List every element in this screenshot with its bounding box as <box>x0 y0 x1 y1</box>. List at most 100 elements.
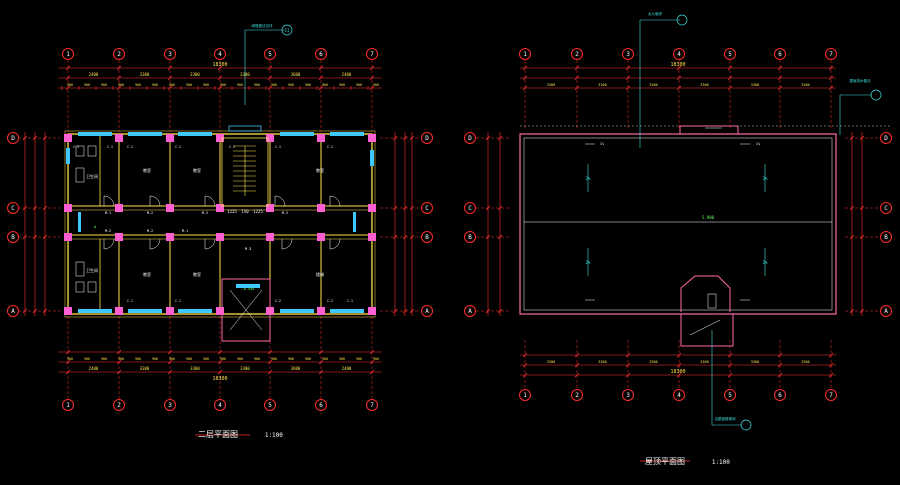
left-dim-tick <box>318 85 324 91</box>
right-axis-left-A-circle <box>464 305 476 317</box>
right-axis-top-7-circle <box>825 48 837 60</box>
left-dim-bot-small: 900 <box>322 357 328 361</box>
right-scale-text: 1:100 <box>711 459 730 466</box>
left-dim-tick <box>409 205 415 211</box>
right-dim-tick <box>727 362 733 368</box>
right-drain-label: 1% <box>600 142 605 146</box>
left-dim-tick <box>42 308 48 314</box>
left-callout-ref: 11 <box>285 28 290 33</box>
right-dim-tick <box>849 308 855 314</box>
left-dim-tick <box>402 135 408 141</box>
left-porch-diag <box>229 289 263 331</box>
left-door-swing <box>204 238 216 250</box>
right-axis-bot-3-label: 3 <box>626 392 630 399</box>
left-window-bot <box>280 309 314 313</box>
left-room-label: 教室 <box>193 167 201 173</box>
left-dim-top-small: 900 <box>356 83 362 87</box>
right-dim-tick <box>574 85 580 91</box>
left-porch <box>221 278 271 342</box>
right-dim-seg-bot: 3300 <box>751 360 759 364</box>
left-dim-tick <box>42 234 48 240</box>
left-dim-top-small: 900 <box>305 83 311 87</box>
left-column <box>266 134 274 142</box>
left-axis-bot-7-label: 7 <box>370 402 374 409</box>
right-axis-left-D-circle <box>464 132 476 144</box>
left-dim-tick <box>217 85 223 91</box>
left-dim-bot-seg: 2400 <box>342 366 352 371</box>
left-dim-tick <box>267 369 273 375</box>
left-dim-tick <box>267 349 273 355</box>
left-axis-top-6-label: 6 <box>319 51 323 58</box>
left-wc-fixture <box>75 281 85 293</box>
right-axis-top-1-circle <box>519 48 531 60</box>
left-window-label: C-1 <box>175 299 181 303</box>
left-dim-tick <box>318 359 324 365</box>
right-dim-tick <box>828 362 834 368</box>
left-wc-basin <box>75 167 85 183</box>
left-window-top <box>330 132 364 136</box>
right-plan-title: 屋顶平面图 1:100 <box>645 456 730 467</box>
left-column <box>115 307 123 315</box>
left-dim-tick <box>217 369 223 375</box>
right-axis-right-A-label: A <box>884 308 888 315</box>
left-scale-text: 1:100 <box>264 432 283 439</box>
left-dim-tick <box>22 308 28 314</box>
left-axis-bot-1-label: 1 <box>66 402 70 409</box>
left-dim-tick <box>392 234 398 240</box>
right-axis-bot-4-circle <box>673 389 685 401</box>
left-dim-tick <box>318 349 324 355</box>
left-column <box>266 204 274 212</box>
right-dim-tick <box>777 362 783 368</box>
left-dim-tick <box>22 205 28 211</box>
left-room-label: 教室 <box>193 271 201 277</box>
right-dim-seg-top: 3300 <box>649 83 657 87</box>
left-dim-bot-small: 900 <box>152 357 158 361</box>
right-callout-bot-text: 出屋面楼梯间 <box>715 416 736 421</box>
left-window-label: C-1 <box>107 145 113 149</box>
left-axis-top-6-circle <box>315 48 327 60</box>
left-level-mark: -0.450 <box>242 287 255 291</box>
left-dim-tick <box>22 135 28 141</box>
left-dim-tick <box>167 65 173 71</box>
left-axis-right-C-circle <box>421 202 433 214</box>
left-dim-tick <box>65 369 71 375</box>
left-door-swing <box>103 238 115 250</box>
left-dim-top-seg: 3600 <box>291 72 301 77</box>
right-dim-tick <box>625 352 631 358</box>
right-axis-right-D-label: D <box>884 135 888 142</box>
left-door-swing <box>281 238 293 250</box>
left-axis-left-C-circle <box>7 202 19 214</box>
left-plan-title: 二层平面图 1:100 <box>198 429 283 440</box>
left-column <box>368 204 376 212</box>
left-window-bot <box>178 309 212 313</box>
right-roof-outline <box>519 133 837 315</box>
right-dim-tick <box>727 75 733 81</box>
left-wc-basin <box>75 261 85 277</box>
left-column <box>166 307 174 315</box>
left-axis-right-B-circle <box>421 231 433 243</box>
left-window-top <box>128 132 162 136</box>
right-slope-label: 2% <box>586 260 591 265</box>
right-penthouse <box>680 275 731 312</box>
left-column <box>266 233 274 241</box>
left-dim-bot-small: 900 <box>118 357 124 361</box>
left-door-label: M-1 <box>182 229 188 233</box>
left-dim-bot-small: 900 <box>288 357 294 361</box>
left-porch-window <box>236 284 260 288</box>
left-dim-top-seg: 2400 <box>342 72 352 77</box>
left-window-corridor <box>78 212 81 232</box>
left-dim-total-top: 18300 <box>212 62 227 68</box>
left-window-top <box>178 132 212 136</box>
left-dim-tick <box>116 369 122 375</box>
left-column <box>216 307 224 315</box>
left-dim-top-small: 900 <box>237 83 243 87</box>
left-dim-tick <box>267 65 273 71</box>
left-door-swing <box>204 195 216 207</box>
right-dim-tick <box>625 362 631 368</box>
left-room-label: 教室 <box>143 167 151 173</box>
right-slope-label: 2% <box>763 260 768 265</box>
right-dim-tick <box>859 135 865 141</box>
right-dim-seg-bot: 3300 <box>649 360 657 364</box>
left-axis-top-7-label: 7 <box>370 51 374 58</box>
left-dim-tick <box>167 359 173 365</box>
